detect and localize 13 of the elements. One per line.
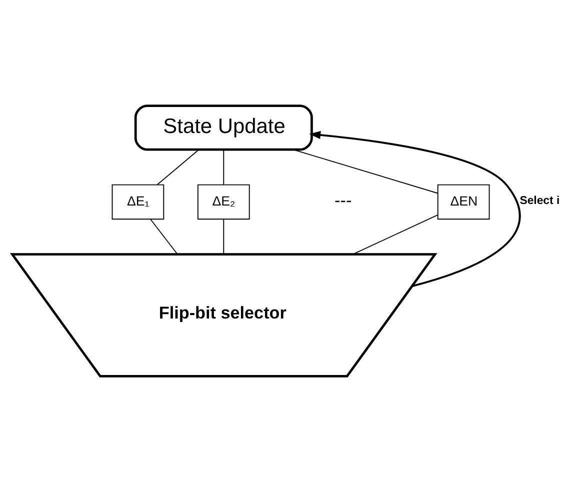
arrow xyxy=(309,131,520,288)
connector xyxy=(156,150,199,186)
node-box: ΔEN xyxy=(437,184,490,220)
connector xyxy=(223,218,224,255)
connector xyxy=(292,149,438,194)
node-box: State Update xyxy=(134,104,313,151)
node-box: ΔE₁ xyxy=(112,184,164,220)
connector xyxy=(223,150,224,185)
edge-label: Select i xyxy=(520,194,560,207)
node-box: ΔE₂ xyxy=(197,184,250,220)
connector xyxy=(352,214,438,255)
label: --- xyxy=(334,190,352,210)
connector xyxy=(150,218,178,255)
